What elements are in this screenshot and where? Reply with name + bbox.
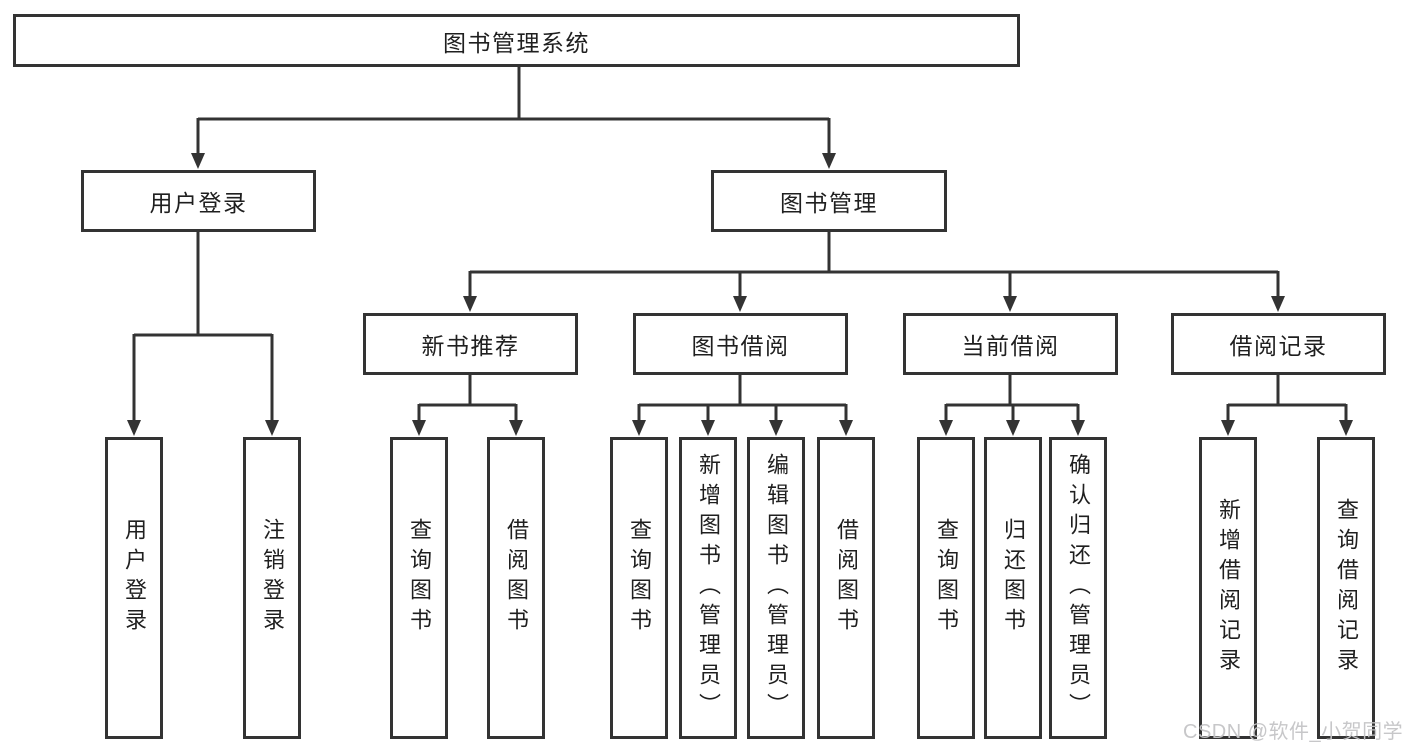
leaf-label: 借阅图书 xyxy=(504,518,529,638)
leaf-query-books-borrowing: 查询图书 xyxy=(610,437,668,739)
leaf-label: 编辑图书（管理员） xyxy=(764,453,789,723)
leaf-label: 借阅图书 xyxy=(834,518,859,638)
leaf-label: 新增借阅记录 xyxy=(1216,498,1241,678)
node-label: 借阅记录 xyxy=(1229,333,1328,359)
node-current-borrowing: 当前借阅 xyxy=(903,313,1118,375)
edge-root-to-level2 xyxy=(191,67,836,169)
leaf-label: 查询借阅记录 xyxy=(1334,498,1359,678)
leaf-query-books-recommend: 查询图书 xyxy=(390,437,448,739)
edge-user-login-to-leaves xyxy=(127,232,279,436)
leaf-label: 归还图书 xyxy=(1001,518,1026,638)
arrowhead xyxy=(839,420,853,436)
node-new-book-recommend: 新书推荐 xyxy=(363,313,578,375)
edge-book-management-to-level3 xyxy=(463,232,1285,312)
arrowhead xyxy=(1071,420,1085,436)
arrowhead xyxy=(412,420,426,436)
edge-level3-to-leaves xyxy=(412,374,1353,436)
leaf-label: 查询图书 xyxy=(934,518,959,638)
leaf-add-book-admin: 新增图书（管理员） xyxy=(679,437,737,739)
arrowhead xyxy=(1271,296,1285,312)
leaf-add-borrow-record: 新增借阅记录 xyxy=(1199,437,1257,739)
arrowhead xyxy=(265,420,279,436)
leaf-label: 查询图书 xyxy=(627,518,652,638)
leaf-borrow-books-borrowing: 借阅图书 xyxy=(817,437,875,739)
node-label: 新书推荐 xyxy=(421,333,520,359)
node-label: 图书借阅 xyxy=(691,333,790,359)
leaf-borrow-books-recommend: 借阅图书 xyxy=(487,437,545,739)
leaf-label: 新增图书（管理员） xyxy=(696,453,721,723)
leaf-label: 注销登录 xyxy=(260,518,285,638)
leaf-logout: 注销登录 xyxy=(243,437,301,739)
node-book-borrowing: 图书借阅 xyxy=(633,313,848,375)
arrowhead xyxy=(1339,420,1353,436)
leaf-label: 查询图书 xyxy=(407,518,432,638)
leaf-label: 确认归还（管理员） xyxy=(1066,453,1091,723)
arrowhead xyxy=(509,420,523,436)
leaf-user-login: 用户登录 xyxy=(105,437,163,739)
arrowhead xyxy=(1006,420,1020,436)
leaf-query-books-current: 查询图书 xyxy=(917,437,975,739)
arrowhead xyxy=(1221,420,1235,436)
arrowhead xyxy=(463,296,477,312)
arrowhead xyxy=(1003,296,1017,312)
node-library-management-system: 图书管理系统 xyxy=(13,14,1020,67)
node-label: 用户登录 xyxy=(149,190,248,216)
arrowhead xyxy=(733,296,747,312)
arrowhead xyxy=(939,420,953,436)
arrowhead xyxy=(127,420,141,436)
leaf-query-borrow-record: 查询借阅记录 xyxy=(1317,437,1375,739)
node-borrow-records: 借阅记录 xyxy=(1171,313,1386,375)
node-label: 图书管理系统 xyxy=(443,29,590,56)
node-user-login: 用户登录 xyxy=(81,170,316,232)
node-label: 图书管理 xyxy=(780,190,878,216)
arrowhead xyxy=(632,420,646,436)
arrowhead xyxy=(822,153,836,169)
node-label: 当前借阅 xyxy=(961,333,1060,359)
node-book-management: 图书管理 xyxy=(711,170,947,232)
arrowhead xyxy=(769,420,783,436)
leaf-label: 用户登录 xyxy=(122,518,147,638)
leaf-return-book: 归还图书 xyxy=(984,437,1042,739)
leaf-edit-book-admin: 编辑图书（管理员） xyxy=(747,437,805,739)
leaf-confirm-return-admin: 确认归还（管理员） xyxy=(1049,437,1107,739)
arrowhead xyxy=(191,153,205,169)
csdn-watermark: CSDN @软件_小贺同学 xyxy=(1183,721,1404,743)
arrowhead xyxy=(701,420,715,436)
